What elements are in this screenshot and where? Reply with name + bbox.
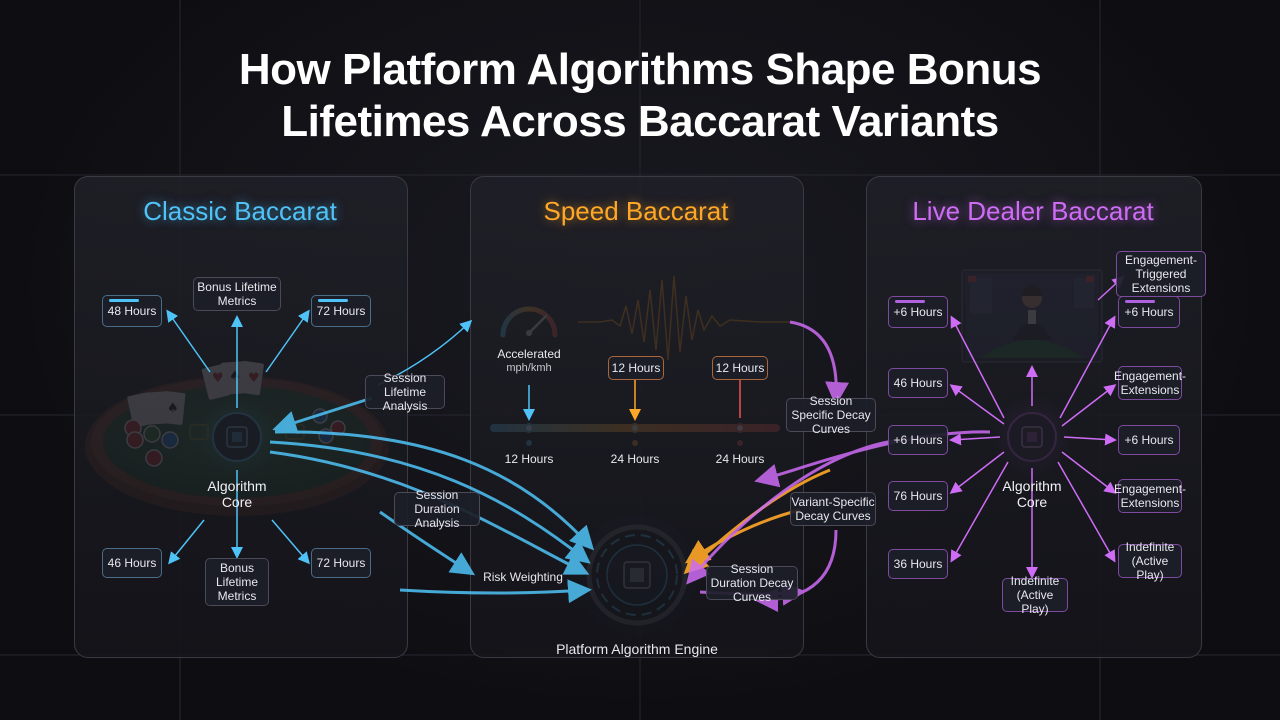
speed-timeline-label-3: 24 Hours: [715, 452, 765, 466]
speed-title: Speed Baccarat: [543, 196, 729, 226]
live-core-label: Algorithm Core: [1002, 478, 1062, 510]
classic-hours-bottom-left: 46 Hours: [102, 548, 162, 578]
live-left-2: 46 Hours: [888, 368, 948, 398]
flow-session-lifetime: Session Lifetime Analysis: [365, 371, 445, 413]
classic-hours-bottom-right: 72 Hours: [311, 548, 371, 578]
speed-upper-left: 12 Hours: [608, 356, 664, 380]
speed-gauge-label-2: mph/kmh: [506, 362, 552, 374]
speed-upper-right: 12 Hours: [712, 356, 768, 380]
engine-label: Platform Algorithm Engine: [556, 641, 718, 657]
classic-title: Classic Baccarat: [143, 196, 337, 226]
live-right-1: +6 Hours: [1118, 296, 1180, 328]
live-right-4: Engagement-Extensions: [1114, 479, 1186, 513]
speed-timeline-label-1: 12 Hours: [504, 452, 554, 466]
title-line-1: How Platform Algorithms Shape Bonus: [238, 45, 1042, 94]
live-bottom: Indefinite (Active Play): [1002, 574, 1068, 616]
flow-session-specific: Session Specific Decay Curves: [786, 394, 876, 436]
classic-core-label: Algorithm Core: [207, 478, 267, 510]
flow-variant-specific: Variant-Specific Decay Curves: [790, 492, 876, 526]
live-left-5: 36 Hours: [888, 549, 948, 579]
speed-gauge-label-1: Accelerated: [497, 347, 561, 361]
live-right-2: Engagement-Extensions: [1114, 366, 1186, 400]
flow-session-duration-decay: Session Duration Decay Curves: [706, 562, 798, 604]
classic-metrics-bottom: Bonus Lifetime Metrics: [205, 558, 269, 606]
live-left-4: 76 Hours: [888, 481, 948, 511]
live-title: Live Dealer Baccarat: [912, 196, 1154, 226]
classic-metrics-top: Bonus Lifetime Metrics: [193, 277, 281, 311]
classic-hours-top-right: 72 Hours: [311, 295, 371, 327]
live-engagement-triggered: Engagement-Triggered Extensions: [1116, 251, 1206, 297]
title-line-2: Lifetimes Across Baccarat Variants: [281, 97, 999, 146]
live-right-3: +6 Hours: [1118, 425, 1180, 455]
flow-risk-weighting: Risk Weighting: [483, 570, 563, 584]
classic-hours-top-left: 48 Hours: [102, 295, 162, 327]
live-right-5: Indefinite (Active Play): [1118, 540, 1182, 582]
flow-session-duration: Session Duration Analysis: [394, 488, 480, 530]
page-title: How Platform Algorithms Shape Bonus Life…: [140, 44, 1140, 148]
live-left-1: +6 Hours: [888, 296, 948, 328]
live-left-3: +6 Hours: [888, 425, 948, 455]
speed-timeline-label-2: 24 Hours: [610, 452, 660, 466]
